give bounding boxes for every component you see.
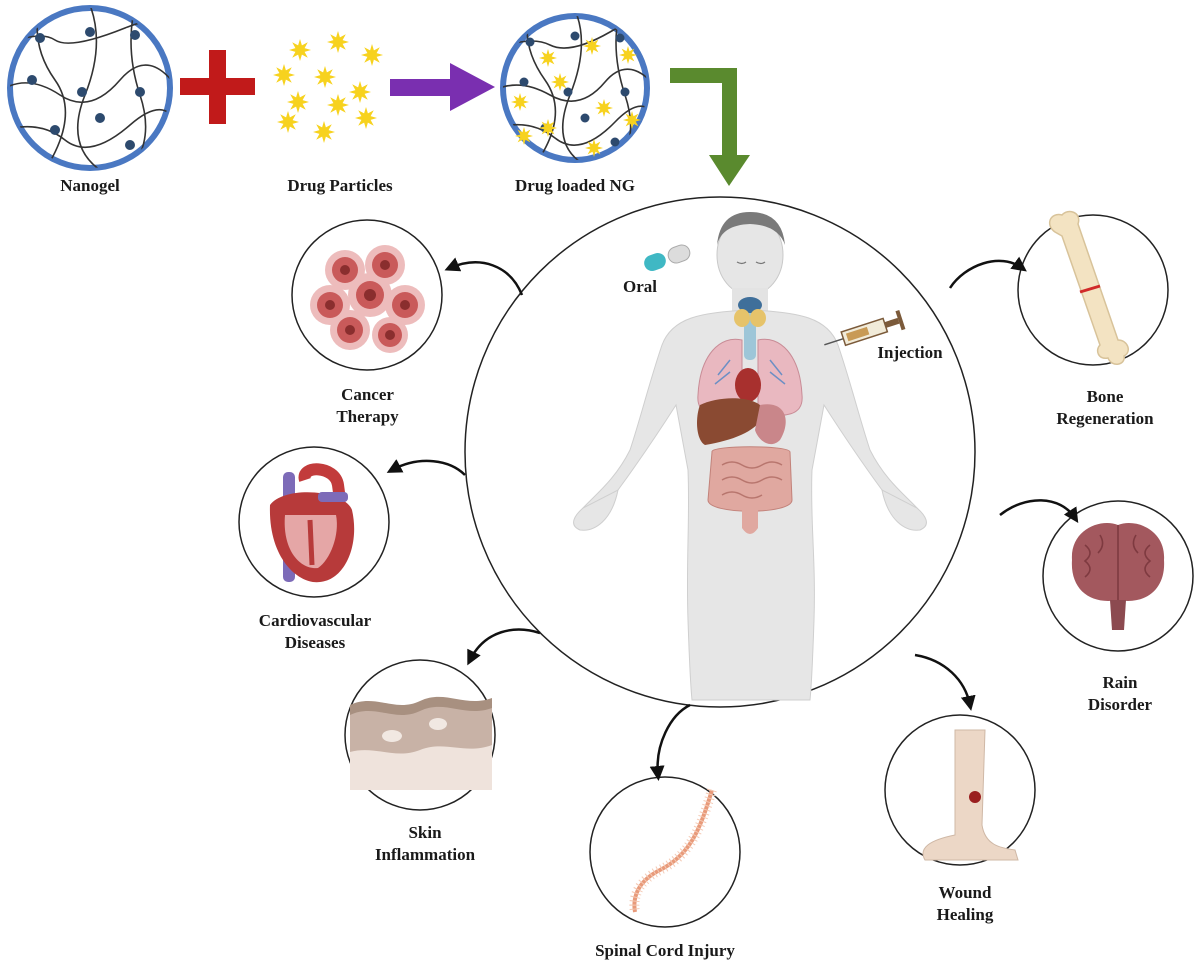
capsule-icon (644, 244, 691, 272)
loaded-drug-star (619, 46, 637, 64)
spinal-cord-label: Spinal Cord Injury (595, 941, 735, 960)
loaded-drug-star (623, 111, 641, 129)
drug-particle-star (314, 66, 336, 88)
drug-particle-star (289, 39, 311, 61)
drug-loaded-nanogel-icon (500, 13, 650, 163)
loaded-drug-star (539, 119, 557, 137)
human-body-illustration (573, 212, 927, 701)
injection-label: Injection (877, 343, 943, 362)
arrow-down-icon (670, 68, 750, 186)
loaded-drug-star (595, 99, 613, 117)
brain-icon (1042, 500, 1194, 652)
nanogel-label: Nanogel (60, 176, 120, 195)
drug-particle-star (355, 107, 377, 129)
plus-icon (180, 50, 255, 124)
drug-particles-label: Drug Particles (287, 176, 393, 195)
nanogel-icon (7, 5, 173, 171)
wound-leg-icon (884, 714, 1036, 866)
drug-particle-star (327, 94, 349, 116)
drug-particle-star (349, 81, 371, 103)
drug-particle-star (287, 91, 309, 113)
loaded-drug-star (583, 37, 601, 55)
loaded-drug-star (551, 73, 569, 91)
drug-particle-star (327, 31, 349, 53)
drug-particle-star (313, 121, 335, 143)
drug-particle-star (277, 111, 299, 133)
loaded-drug-star (585, 139, 603, 157)
loaded-drug-star (511, 93, 529, 111)
loaded-drug-star (539, 49, 557, 67)
drug-particle-star (361, 44, 383, 66)
spinal-cord-icon (589, 776, 741, 928)
connector-arrows (386, 256, 1079, 781)
loaded-drug-star (515, 127, 533, 145)
bone-icon (1017, 210, 1169, 366)
drug-loaded-ng-label: Drug loaded NG (515, 176, 635, 195)
cancer-cells-icon (291, 219, 443, 371)
drug-particle-star (273, 64, 295, 86)
syringe-icon (824, 309, 906, 347)
arrow-right-icon (390, 63, 495, 111)
drug-particles-icon (273, 31, 383, 143)
oral-label: Oral (623, 277, 657, 296)
skin-icon (344, 659, 496, 811)
heart-icon (238, 446, 390, 598)
